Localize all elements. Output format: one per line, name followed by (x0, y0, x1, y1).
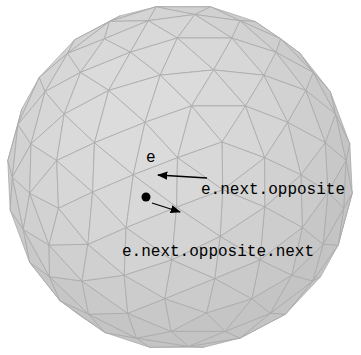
leader-arrow (152, 203, 180, 212)
vertex-dot (142, 193, 151, 202)
mesh-triangle (82, 275, 128, 313)
mesh-triangle (49, 244, 88, 281)
code-label: e.next.opposite (201, 182, 345, 198)
mesh-triangle (12, 144, 31, 193)
code-label: e.next.opposite.next (122, 244, 314, 260)
code-label: e (146, 150, 156, 166)
mesh-triangle (214, 38, 264, 75)
mesh-triangle (59, 192, 93, 244)
leader-arrow (158, 175, 207, 178)
mesh-triangle (171, 331, 225, 346)
mesh-triangle (30, 161, 59, 209)
mesh-triangle (160, 38, 213, 75)
mesh-triangle (192, 70, 246, 106)
mesh-triangle (57, 143, 95, 192)
mesh-triangle (177, 15, 232, 39)
